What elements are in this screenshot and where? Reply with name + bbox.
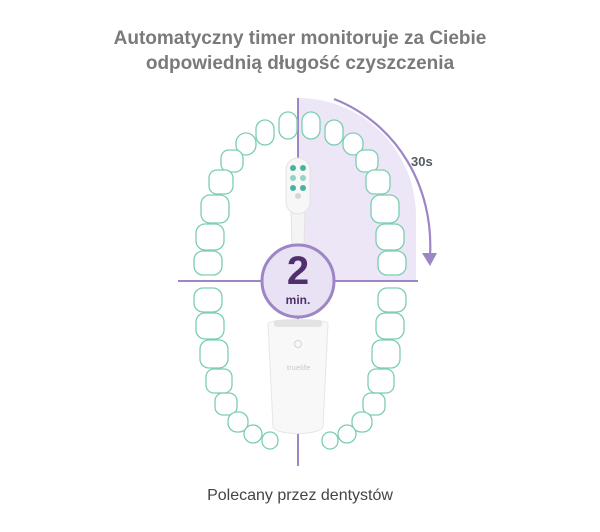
toothbrush-icon — [267, 157, 329, 434]
tooth-icon — [235, 132, 257, 156]
tooth-icon — [342, 132, 364, 156]
tooth-icon — [375, 312, 405, 340]
tooth-icon — [365, 169, 391, 195]
tooth-icon — [351, 411, 373, 433]
footer-caption: Polecany przez dentystów — [207, 487, 393, 504]
tooth-icon — [227, 411, 249, 433]
headline-line-1: Automatyczny timer monitoruje za Ciebie — [113, 28, 487, 49]
curved-arrow-icon — [333, 97, 437, 266]
tooth-icon — [367, 368, 395, 394]
tooth-icon — [200, 194, 230, 224]
quadrant-time-label: 30s — [411, 154, 433, 169]
tooth-icon — [205, 368, 233, 394]
timer-dial — [260, 243, 336, 319]
timer-dial-text: 2 min. — [260, 243, 336, 319]
tooth-icon — [278, 111, 298, 140]
tooth-icon — [321, 431, 339, 450]
tooth-icon — [199, 339, 229, 369]
lower-teeth-arch — [193, 287, 407, 450]
tooth-icon — [195, 223, 225, 251]
tooth-icon — [362, 392, 386, 416]
tooth-icon — [243, 424, 263, 444]
tooth-icon — [371, 339, 401, 369]
tooth-icon — [355, 149, 379, 173]
timer-duration-value: 2 — [286, 249, 310, 293]
tooth-icon — [324, 119, 344, 146]
tooth-icon — [193, 250, 223, 276]
tooth-icon — [208, 169, 234, 195]
headline-line-2: odpowiednią długość czyszczenia — [145, 53, 455, 74]
tooth-icon — [195, 312, 225, 340]
upper-teeth-arch — [193, 111, 407, 276]
tooth-icon — [214, 392, 238, 416]
tooth-icon — [220, 149, 244, 173]
tooth-icon — [337, 424, 357, 444]
timer-duration-unit: min. — [285, 293, 311, 307]
tooth-icon — [301, 111, 321, 140]
toothbrush-brand: truelife — [287, 365, 311, 372]
tooth-icon — [375, 223, 405, 251]
tooth-icon — [377, 287, 407, 313]
headline: Automatyczny timer monitoruje za Ciebie … — [0, 26, 600, 76]
tooth-icon — [261, 431, 279, 450]
tooth-icon — [370, 194, 400, 224]
tooth-icon — [255, 119, 275, 146]
tooth-icon — [377, 250, 407, 276]
tooth-icon — [193, 287, 223, 313]
